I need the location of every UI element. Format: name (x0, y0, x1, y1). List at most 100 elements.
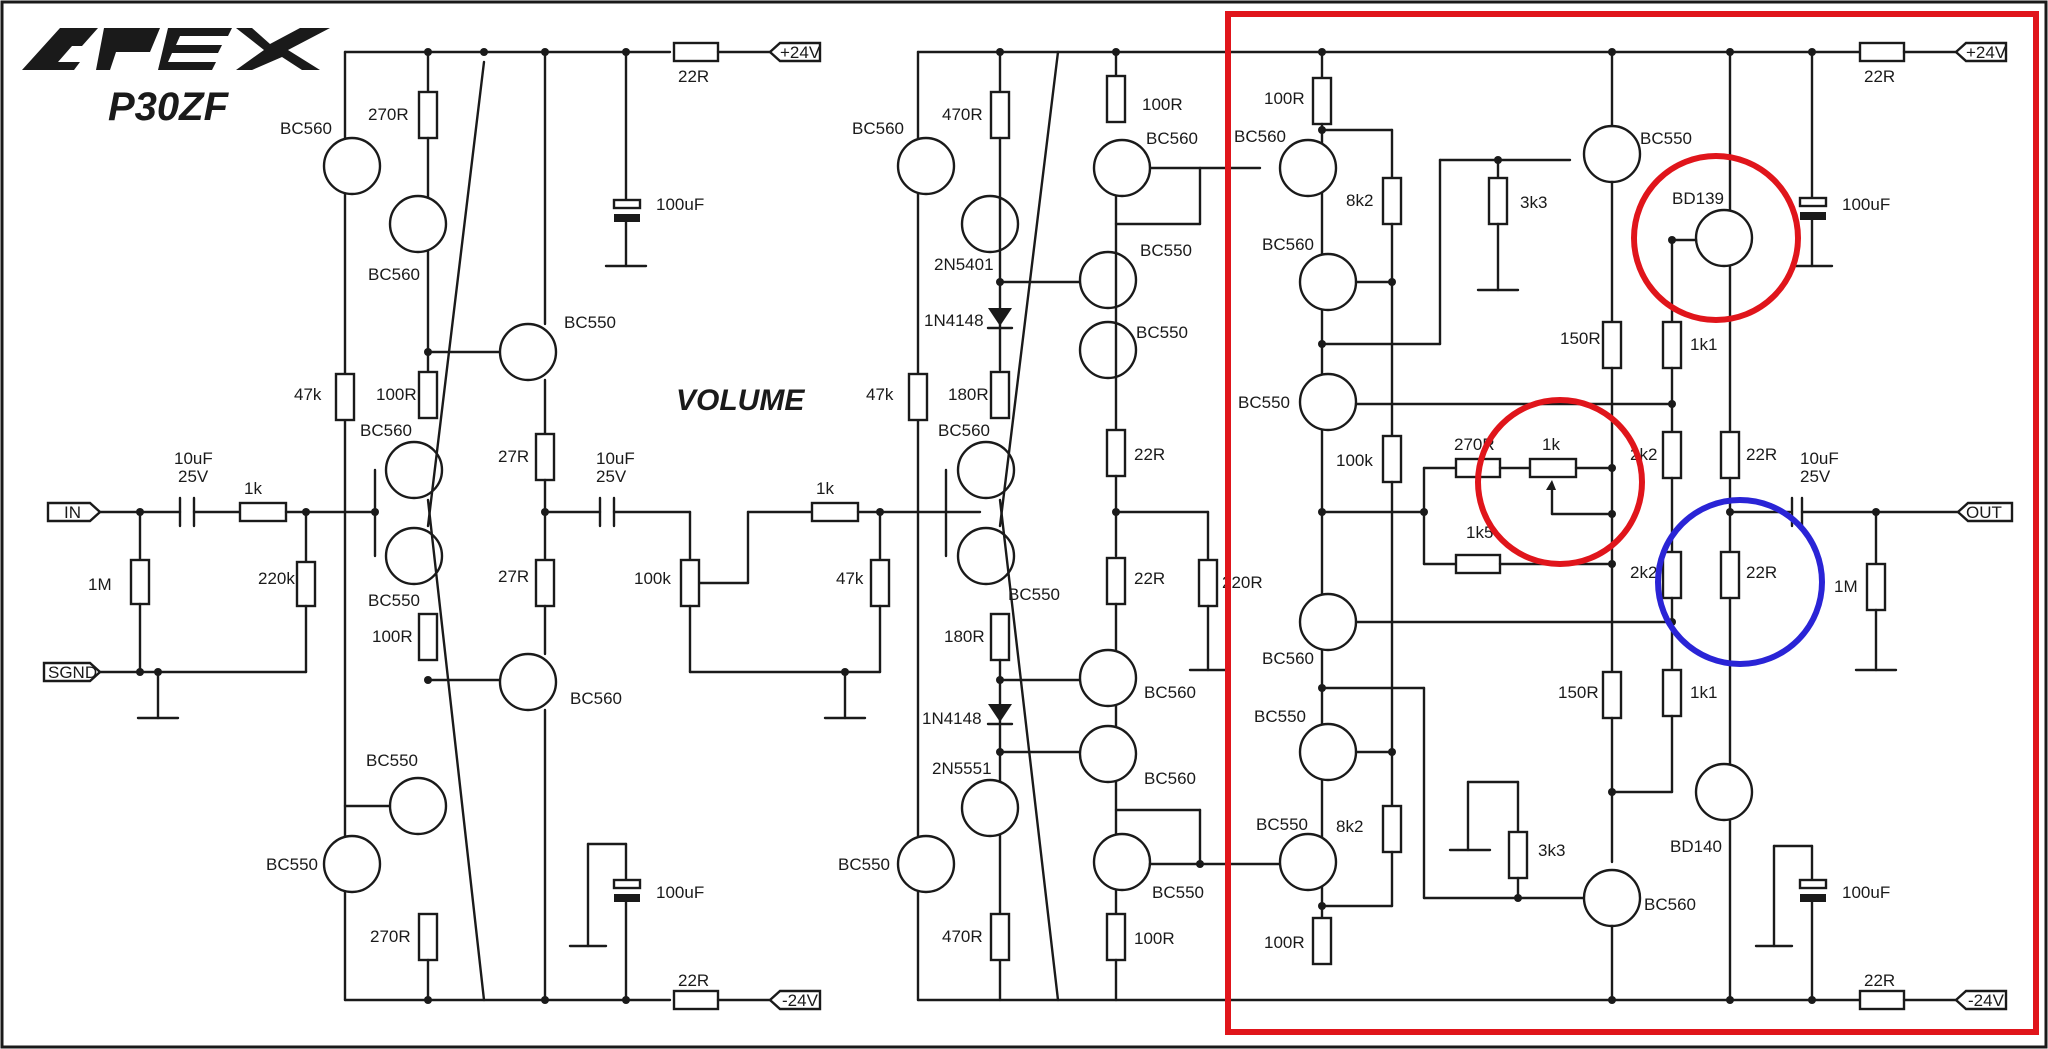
left-stage: 270R BC560 BC560 47k 100R BC550 BC560 BC… (266, 41, 822, 1011)
c-100uf-tl-label: 100uF (656, 195, 704, 214)
q26-label: BC550 (1256, 815, 1308, 834)
r-270r-top-label: 270R (368, 105, 409, 124)
q9-transistor (896, 136, 956, 196)
r-150r-b (1601, 670, 1623, 720)
r-22r-c2 (1105, 556, 1127, 606)
q19-transistor (1078, 724, 1138, 784)
r-22r-e1-label: 22R (1746, 445, 1777, 464)
mid-cap-v-label: 25V (596, 467, 627, 486)
r-22r-tl-label: 22R (678, 67, 709, 86)
q12-label: BC550 (1008, 585, 1060, 604)
q19-label: BC560 (1144, 769, 1196, 788)
c-100uf-bl-label: 100uF (656, 883, 704, 902)
r-470r-top (989, 90, 1011, 140)
q20-transistor (1092, 832, 1152, 892)
c-100uf-br-label: 100uF (1842, 883, 1890, 902)
r-100r-c2 (1105, 912, 1127, 962)
r-100r-d (1311, 76, 1333, 126)
q18-transistor (1078, 648, 1138, 708)
q8-transistor (498, 652, 558, 712)
r-1k5-label: 1k5 (1466, 523, 1493, 542)
output-stage: 100R BC560 8k2 BC560 BC550 100k 3k3 BC56… (1226, 41, 2014, 1011)
r-27r-b-label: 27R (498, 567, 529, 586)
r-47k-c (907, 372, 929, 422)
r-100r-c-label: 100R (1142, 95, 1183, 114)
volume-section: 100k 1k 47k (612, 479, 982, 720)
pot-1k (1528, 457, 1578, 479)
r-220r (1197, 558, 1219, 608)
q6-transistor (322, 834, 382, 894)
in-label: IN (64, 503, 81, 522)
q7-transistor (498, 322, 558, 382)
r-270r-bot (417, 912, 439, 962)
highlight-circle-bd139 (1631, 153, 1801, 323)
middle-stage: 470R BC560 2N5401 1N4148 180R 47k BC560 … (838, 50, 1292, 1002)
r-8k2-a (1381, 176, 1403, 226)
q8-label: BC560 (570, 689, 622, 708)
q9-label: BC560 (852, 119, 904, 138)
q4-transistor (384, 526, 444, 586)
r-22r-tr (1858, 41, 1906, 63)
r-220k-label: 220k (258, 569, 295, 588)
sgnd-label: SGND (48, 663, 97, 682)
pot-1k-label: 1k (1542, 435, 1560, 454)
q16-transistor (1078, 250, 1138, 310)
r-22r-bl (672, 989, 720, 1011)
q12-transistor (956, 526, 1016, 586)
r-1m-out-label: 1M (1834, 577, 1858, 596)
q21-transistor (1278, 138, 1338, 198)
r-220k (295, 560, 317, 608)
q17-label: BC550 (1136, 323, 1188, 342)
r-1k-input-label: 1k (244, 479, 262, 498)
vplus-right-connector (1954, 41, 2008, 63)
r-3k3-a (1487, 176, 1509, 226)
q30-transistor (1694, 762, 1754, 822)
r-180r-a (989, 370, 1011, 420)
q7-label: BC550 (564, 313, 616, 332)
q15-label: BC560 (1146, 129, 1198, 148)
r-22r-c2-label: 22R (1134, 569, 1165, 588)
r-22r-tl (672, 41, 720, 63)
r-22r-tr-label: 22R (1864, 67, 1895, 86)
r-3k3-b (1507, 830, 1529, 880)
q23-transistor (1298, 372, 1358, 432)
q14-label: BC550 (838, 855, 890, 874)
r-150r-b-label: 150R (1558, 683, 1599, 702)
q29-transistor (1694, 208, 1754, 268)
r-1k1-a-label: 1k1 (1690, 335, 1717, 354)
q5-transistor (388, 776, 448, 836)
r-22r-bl-label: 22R (678, 971, 709, 990)
r-22r-c1-label: 22R (1134, 445, 1165, 464)
r-100r-left (417, 370, 439, 420)
r-470r-bot-label: 470R (942, 927, 983, 946)
q27-transistor (1582, 124, 1642, 184)
input-cap-label: 10uF (174, 449, 213, 468)
r-3k3-a-label: 3k3 (1520, 193, 1547, 212)
q16-label: BC550 (1140, 241, 1192, 260)
vminus-right-connector (1954, 989, 2008, 1011)
vminus-right-label: -24V (1968, 991, 2005, 1010)
r-1m-input-label: 1M (88, 575, 112, 594)
r-22r-e2 (1719, 550, 1741, 600)
vplus-left-label: +24V (780, 43, 821, 62)
c-100uf-tr-label: 100uF (1842, 195, 1890, 214)
r-27r-a (534, 432, 556, 482)
q21-label: BC560 (1234, 127, 1286, 146)
r-1k1-a (1661, 320, 1683, 370)
q25-label: BC550 (1254, 707, 1306, 726)
r-8k2-a-label: 8k2 (1346, 191, 1373, 210)
q25-transistor (1298, 722, 1358, 782)
r-2k2-a (1661, 430, 1683, 480)
vplus-left-connector (768, 41, 822, 63)
r-8k2-b-label: 8k2 (1336, 817, 1363, 836)
input-stage: IN SGND 1M 10uF 25V 1k 220k (42, 449, 377, 720)
r-270r-bot-label: 270R (370, 927, 411, 946)
q11-transistor (956, 440, 1016, 500)
highlight-box-output-stage (1225, 11, 2039, 1035)
r-1k-mid-label: 1k (816, 479, 834, 498)
r-1k5 (1454, 553, 1502, 575)
r-27r-b (534, 558, 556, 608)
input-cap-v-label: 25V (178, 467, 209, 486)
pot-100k (679, 558, 701, 608)
highlight-circle-emitter-resistors (1655, 497, 1825, 667)
